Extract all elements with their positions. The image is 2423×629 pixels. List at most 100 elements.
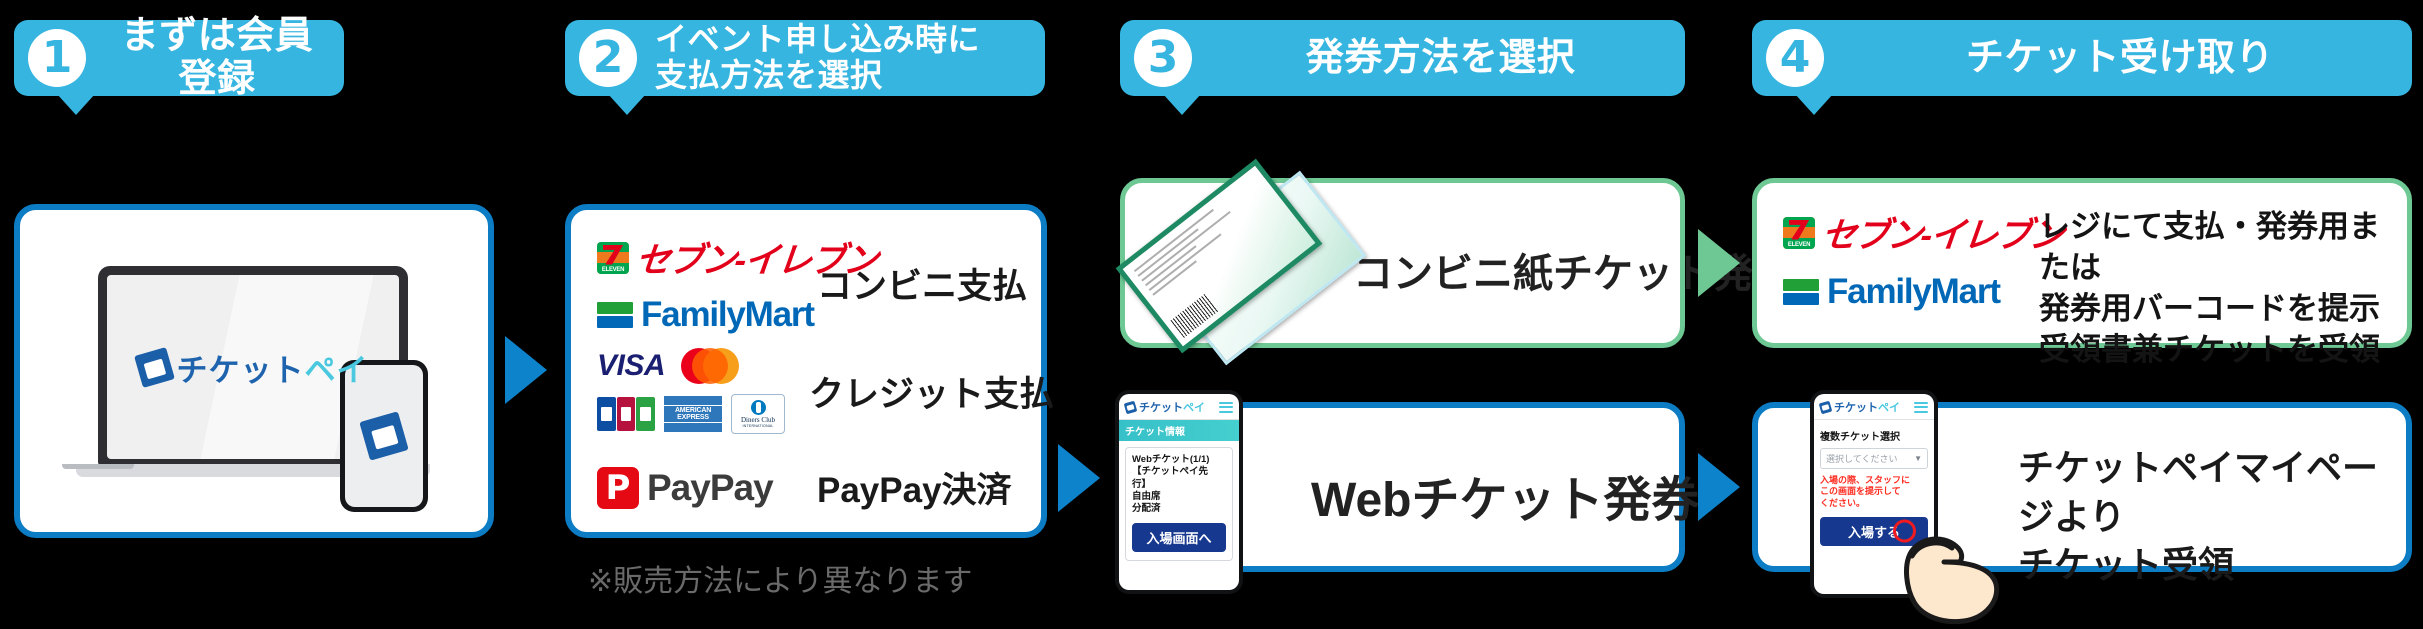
payment-row-paypay: PayPay PayPay決済	[597, 462, 1027, 513]
enter-button-label: 入場する	[1847, 524, 1900, 540]
phone-screen: チケットペイ チケット情報 Webチケット(1/1) 【チケットペイ先行】 自由…	[1119, 394, 1239, 590]
step-title: 発券方法を選択	[1305, 36, 1576, 79]
pointing-hand-cursor-icon	[1900, 520, 2010, 628]
familymart-wordmark: FamilyMart	[641, 295, 815, 334]
payment-label-paypay: PayPay決済	[817, 471, 1012, 510]
credit-logos-row2: AMERICAN EXPRESS Diners Club INTERNATION…	[597, 394, 785, 434]
step-number-badge: 3	[1134, 29, 1192, 87]
diners-mark-icon	[750, 400, 766, 415]
step4-store-card: ELEVEN セブン-イレブン FamilyMart レジにて支払・発券用または…	[1752, 178, 2412, 367]
familymart-mark-icon	[597, 302, 633, 328]
payment-label-credit: クレジット支払	[809, 374, 1055, 414]
header-tail-icon	[1163, 94, 1201, 115]
seven-eleven-badge-text: ELEVEN	[1787, 241, 1811, 248]
phone-section-title: チケット情報	[1119, 420, 1239, 441]
phone-app-header: チケットペイ	[1119, 394, 1239, 420]
arrow-step1-to-step2	[505, 336, 547, 404]
familymart-logo: FamilyMart	[597, 295, 815, 335]
smartphone-illustration	[340, 360, 428, 512]
header-tail-icon	[608, 94, 646, 115]
step1-card: チケットペイ	[14, 204, 494, 538]
smartphone-screen	[345, 365, 423, 507]
ticket-mark-icon	[359, 411, 409, 461]
seven-eleven-mark-icon: ELEVEN	[597, 241, 629, 274]
familymart-mark-icon	[1783, 279, 1819, 305]
step-header-4: 4 チケット受け取り	[1752, 20, 2412, 115]
payment-row-conbini: ELEVEN セブン-イレブン FamilyMart コンビニ支払	[597, 232, 1027, 335]
ticketpay-logo: チケットペイ	[133, 345, 369, 390]
seven-eleven-wordmark: セブン-イレブン	[1819, 216, 2065, 255]
credit-logos: VISA AMERICAN EXPRESS Diners Club	[597, 348, 785, 434]
paper-tickets-illustration	[1115, 150, 1367, 366]
brand-text-primary: チケット	[176, 352, 305, 388]
seven-eleven-logo: ELEVEN セブン-イレブン	[597, 232, 878, 283]
step-number-badge: 2	[579, 29, 637, 87]
step-number-badge: 1	[28, 29, 86, 87]
arrow-step3web-to-step4web	[1698, 453, 1740, 521]
store-pickup-description: レジにて支払・発券用または 発券用バーコードを提示 受領書兼チケットを受領	[2039, 209, 2380, 367]
tap-target-icon	[1893, 519, 1916, 543]
diners-wordmark: Diners Club	[740, 416, 776, 424]
seven-eleven-badge-text: ELEVEN	[601, 266, 625, 273]
payment-label-conbini: コンビニ支払	[817, 267, 1028, 306]
laptop-lid: チケットペイ	[98, 266, 408, 466]
phone-body: 複数チケット選択 選択してください ▼ 入場の際、スタッフに この画面を提示して…	[1814, 420, 1934, 552]
brand-text-secondary: ペイ	[1878, 402, 1900, 414]
multi-ticket-select-label: 複数チケット選択	[1820, 432, 1900, 443]
staff-presentation-alert: 入場の際、スタッフに この画面を提示して ください。	[1820, 475, 1911, 508]
step-header-1: 1 まずは会員登録	[14, 15, 344, 115]
arrow-step3paper-to-step4store	[1698, 229, 1740, 297]
step3-phone-mockup: チケットペイ チケット情報 Webチケット(1/1) 【チケットペイ先行】 自由…	[1115, 390, 1243, 594]
seven-eleven-wordmark: セブン-イレブン	[633, 241, 879, 280]
ticketpay-logo: チケットペイ	[1818, 399, 1900, 415]
ticketpay-wordmark: チケットペイ	[1834, 399, 1900, 415]
select-value: 選択してください	[1826, 454, 1898, 464]
brand-text-primary: チケット	[1139, 402, 1183, 414]
web-ticket-label: Webチケット発券	[1311, 474, 1700, 527]
credit-logos-row1: VISA	[597, 348, 785, 384]
step2-card: ELEVEN セブン-イレブン FamilyMart コンビニ支払 VISA	[565, 204, 1054, 538]
payment-row-credit: VISA AMERICAN EXPRESS Diners Club	[597, 348, 1054, 434]
hamburger-menu-icon[interactable]	[1914, 401, 1928, 413]
paypay-logo: PayPay	[597, 466, 793, 509]
ticket-mark-icon	[1123, 400, 1138, 414]
seven-eleven-mark-icon: ELEVEN	[1783, 216, 1815, 249]
step-header-3: 3 発券方法を選択	[1120, 20, 1685, 115]
multi-ticket-select-dropdown[interactable]: 選択してください ▼	[1820, 448, 1928, 469]
ticket-mark-icon	[1818, 400, 1833, 414]
familymart-logo: FamilyMart	[1783, 272, 2063, 312]
enter-screen-button[interactable]: 入場画面へ	[1132, 522, 1226, 552]
ticket-mark-icon	[133, 346, 175, 388]
brand-text-primary: チケット	[1834, 402, 1878, 414]
ticketpay-wordmark: チケットペイ	[1139, 399, 1205, 415]
store-logos: ELEVEN セブン-イレブン FamilyMart	[1783, 207, 2065, 312]
header-tail-icon	[57, 94, 95, 115]
step-header-2: 2 イベント申し込み時に 支払方法を選択	[565, 20, 1045, 115]
mastercard-logo	[681, 348, 740, 384]
step-title: まずは会員登録	[120, 15, 314, 100]
american-express-logo: AMERICAN EXPRESS	[664, 396, 722, 432]
hamburger-menu-icon[interactable]	[1219, 401, 1233, 413]
enter-button[interactable]: 入場する	[1820, 516, 1928, 546]
diners-club-logo: Diners Club INTERNATIONAL	[731, 394, 785, 434]
phone-app-header: チケットペイ	[1814, 394, 1934, 420]
header-tail-icon	[1795, 94, 1833, 115]
jcb-logo	[597, 397, 656, 431]
arrow-step2-to-step3	[1058, 444, 1100, 512]
laptop-notch	[62, 464, 134, 469]
brand-text-secondary: ペイ	[304, 352, 369, 388]
familymart-wordmark: FamilyMart	[1827, 272, 2001, 311]
paypay-mark-icon	[597, 466, 639, 509]
step-number-badge: 4	[1766, 29, 1824, 87]
brand-text-secondary: ペイ	[1183, 402, 1205, 414]
phone-body: Webチケット(1/1) 【チケットペイ先行】 自由席 分配済 入場画面へ	[1119, 441, 1239, 567]
web-pickup-description: チケットペイマイページより チケット受領	[2018, 447, 2379, 586]
visa-logo: VISA	[597, 349, 666, 382]
step2-note: ※販売方法により異なります	[588, 565, 973, 598]
diners-subtext: INTERNATIONAL	[742, 424, 774, 428]
amex-wordmark: AMERICAN EXPRESS	[664, 404, 722, 424]
paypay-wordmark: PayPay	[647, 466, 774, 508]
ticket-info-text: Webチケット(1/1) 【チケットペイ先行】 自由席 分配済	[1132, 454, 1210, 515]
ticketpay-logo: チケットペイ	[1123, 399, 1205, 415]
